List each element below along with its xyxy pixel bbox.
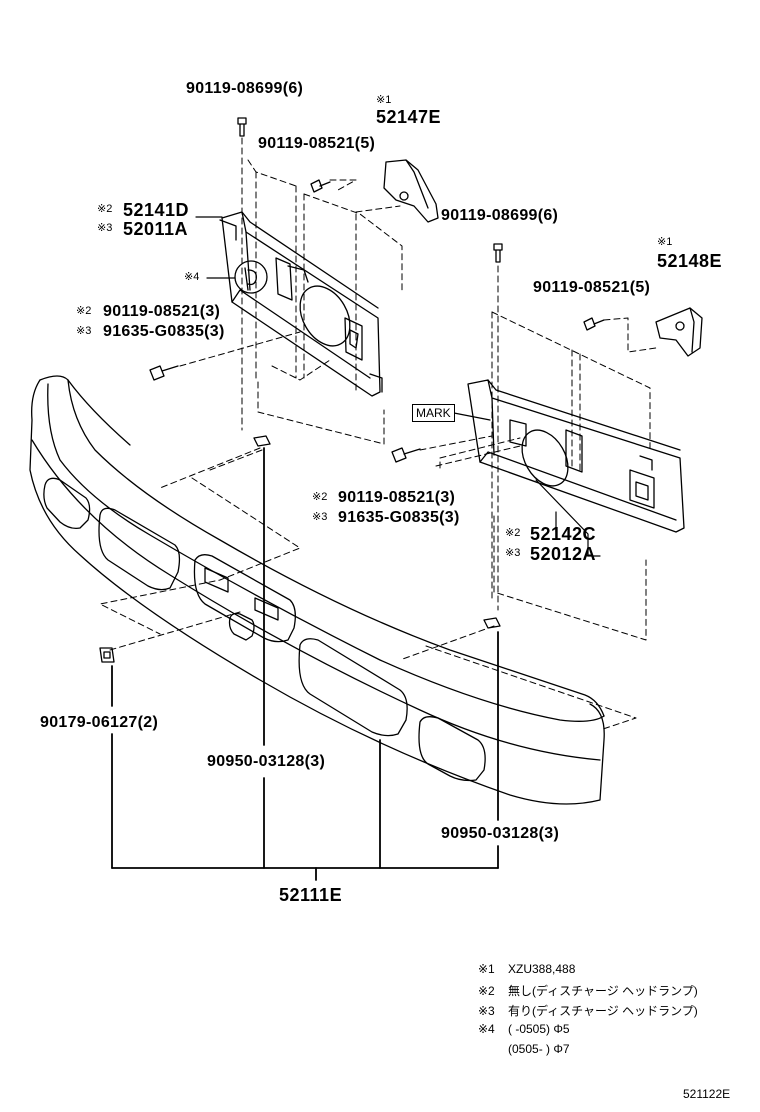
retainer-right-2-mark: ※2 [505,527,521,539]
legend-mark: ※2 [478,984,495,998]
bracket-right-mark: ※1 [657,236,673,248]
retainer-right-2-label: 52142C [530,524,597,544]
note-4-mark: ※4 [184,271,200,283]
clip-right-label: 90950-03128(3) [441,825,560,842]
legend-row: ※3 有り(ディスチャージ ヘッドランプ) [478,1002,698,1022]
bolt-top-mid-label: 90119-08521(5) [258,135,376,152]
retainer-left-2-mark: ※2 [97,203,113,215]
bracket-right-label: 52148E [657,251,723,271]
bolt-center-2-mark: ※2 [312,491,328,503]
bolt-right-top-label: 90119-08699(6) [441,207,559,224]
left-retainer [219,211,383,397]
legend-mark: ※4 [478,1022,495,1036]
legend: ※1 XZU388,488 ※2 無し(ディスチャージ ヘッドランプ) ※3 有り(デ… [478,962,698,1062]
retainer-left-3-mark: ※3 [97,222,113,234]
bolt-center-3-mark: ※3 [312,511,328,523]
legend-text: 無し(ディスチャージ ヘッドランプ) [508,984,698,998]
bolt-right-mid-label: 90119-08521(5) [533,279,651,296]
retainer-left-3-label: 52011A [123,219,189,239]
leader-lines [195,216,601,557]
legend-row: (0505- ) Φ7 [478,1042,698,1062]
dashed-guide-lines [99,137,657,731]
legend-text: XZU388,488 [508,962,576,976]
bracket-top-label: 52147E [376,107,442,127]
bumper-body [29,375,605,805]
legend-row: ※1 XZU388,488 [478,962,698,982]
legend-text: ( -0505) Φ5 [508,1022,570,1036]
mark-label: MARK [412,404,455,422]
bolt-center-2-label: 90119-08521(3) [338,489,456,506]
retainer-right-3-mark: ※3 [505,547,521,559]
legend-text: (0505- ) Φ7 [508,1042,570,1056]
bolt-center-3-label: 91635-G0835(3) [338,509,460,526]
legend-mark: ※3 [478,1004,495,1018]
bolts [99,117,605,663]
legend-text: 有り(ディスチャージ ヘッドランプ) [508,1004,698,1018]
right-retainer [467,379,685,533]
retainer-left-2-label: 52141D [123,200,190,220]
bracket-top-mark: ※1 [376,94,392,106]
bumper-label: 52111E [279,885,343,905]
bracket-top [383,159,439,223]
legend-row: ※4 ( -0505) Φ5 [478,1022,698,1042]
diagram-id: 521122E [683,1087,731,1101]
bolt-left-3-label: 91635-G0835(3) [103,323,225,340]
reference-lines [111,447,499,881]
legend-mark: ※1 [478,962,495,976]
bolt-left-2-label: 90119-08521(3) [103,303,221,320]
legend-row: ※2 無し(ディスチャージ ヘッドランプ) [478,982,698,1002]
nut-left-label: 90179-06127(2) [40,714,159,731]
bolt-top-left-label: 90119-08699(6) [186,80,304,97]
bracket-right [655,307,703,357]
bolt-left-3-mark: ※3 [76,325,92,337]
clip-center-label: 90950-03128(3) [207,753,326,770]
retainer-right-3-label: 52012A [530,544,597,564]
bolt-left-2-mark: ※2 [76,305,92,317]
